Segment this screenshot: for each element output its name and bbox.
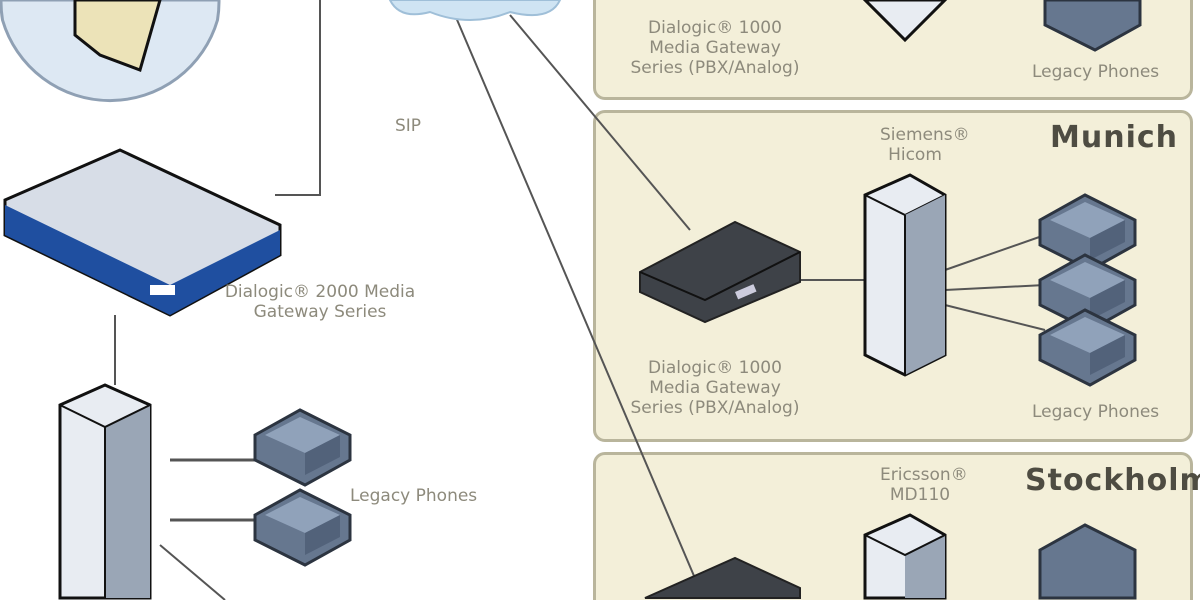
gateway-1000-icon (639, 221, 801, 323)
sip-label: SIP (395, 116, 422, 136)
legacy-phones-label: Legacy Phones (1032, 402, 1160, 422)
server-icon (73, 0, 162, 72)
gateway-2000-icon (3, 148, 282, 317)
legacy-phones-label: Legacy Phones (1032, 62, 1160, 82)
legacy-phones-label: Legacy Phones (350, 486, 478, 506)
phone-icon (253, 408, 352, 487)
connection-lines (114, 0, 1046, 600)
phone-icon (1043, 0, 1142, 52)
phone-icon (1038, 308, 1137, 387)
pbx-server-icon (863, 513, 947, 600)
pbx-server-icon (863, 173, 947, 377)
gateway-1000-label: Dialogic® 1000 Media Gateway Series (PBX… (630, 358, 800, 418)
pbx-server-icon (58, 383, 152, 600)
site-name-stockholm: Stockholm (1025, 463, 1200, 498)
site-name-munich: Munich (1050, 120, 1178, 155)
gateway-2000-label: Dialogic® 2000 Media Gateway Series (224, 282, 416, 322)
phone-icon (253, 488, 352, 567)
gateway-1000-icon (644, 556, 801, 599)
cloud-icon (388, 0, 562, 21)
pbx-label: Siemens® Hicom (880, 125, 970, 165)
gateway-1000-label: Dialogic® 1000 Media Gateway Series (PBX… (630, 18, 800, 78)
phone-icon (1038, 523, 1137, 600)
pbx-server-icon (862, 0, 948, 43)
pbx-label: Ericsson® MD110 (880, 465, 968, 505)
